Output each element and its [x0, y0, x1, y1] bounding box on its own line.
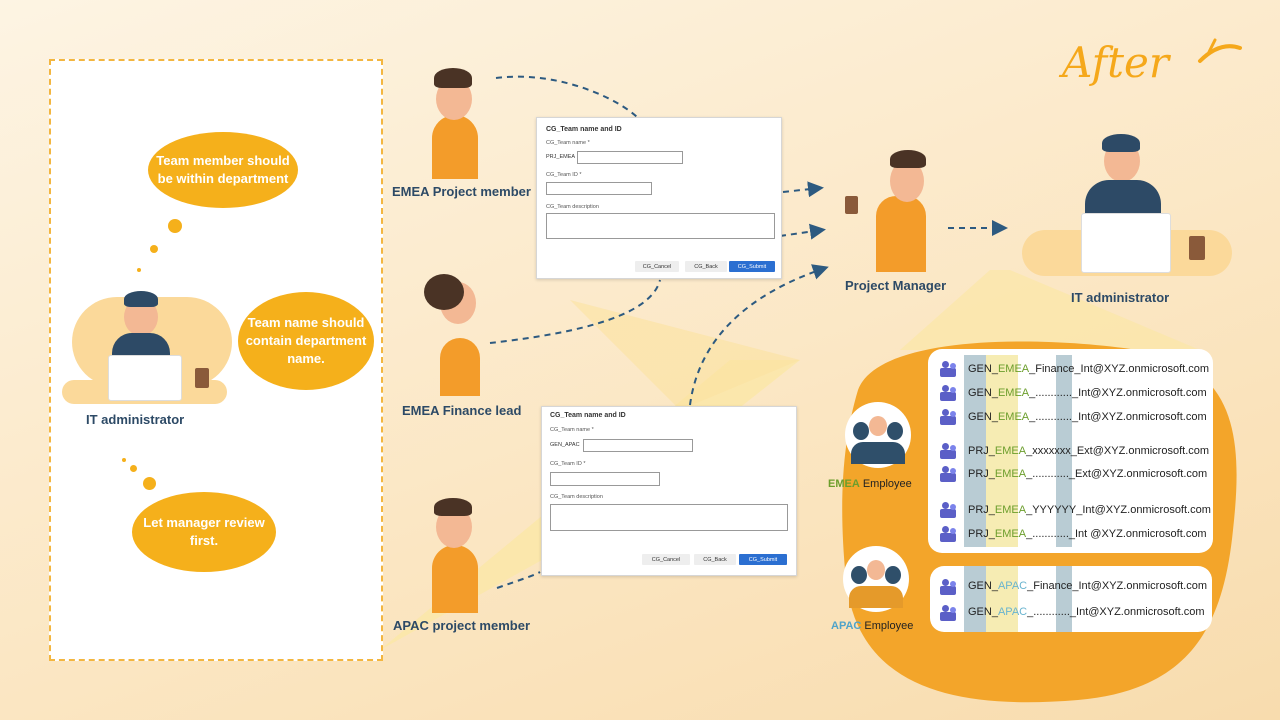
thought-bubble-2: Team name should contain department name… — [238, 292, 374, 390]
team-row[interactable]: GEN_EMEA_............_Int@XYZ.onmicrosof… — [968, 411, 1207, 423]
team-row[interactable]: PRJ_EMEA_............_Int @XYZ.onmicroso… — [968, 528, 1207, 540]
team-row[interactable]: GEN_APAC_............_Int@XYZ.onmicrosof… — [968, 606, 1205, 618]
emea-finance-body — [440, 338, 480, 396]
team-id-input[interactable] — [546, 182, 652, 195]
emea-teams-list — [928, 349, 1213, 553]
right-admin-hair — [1102, 134, 1140, 152]
column-highlight — [1056, 355, 1072, 547]
column-highlight — [964, 355, 986, 547]
emea-member-body — [432, 115, 478, 179]
team-name-prefix: PRJ_EMEA — [546, 154, 576, 160]
apac-member-hair — [434, 498, 472, 516]
left-admin-label: IT administrator — [86, 412, 185, 427]
team-name-input[interactable] — [577, 151, 683, 164]
project-manager-label: Project Manager — [845, 278, 947, 293]
team-description-input[interactable] — [550, 504, 788, 531]
apac-project-member-label: APAC project member — [393, 618, 531, 633]
thought-dot — [137, 268, 141, 272]
teams-icon — [940, 466, 958, 482]
emea-employee-label: EMEA Employee — [828, 478, 912, 490]
team-name-label: CG_Team name * — [550, 427, 594, 433]
thought-dot — [150, 245, 158, 253]
after-heading: After — [1062, 38, 1169, 87]
team-row[interactable]: GEN_EMEA_Finance_Int@XYZ.onmicrosoft.com — [968, 363, 1210, 375]
thought-dot — [130, 465, 137, 472]
teams-icon — [940, 385, 958, 401]
team-description-input[interactable] — [546, 213, 775, 239]
emea-finance-lead-label: EMEA Finance lead — [402, 403, 522, 418]
project-manager-body — [876, 196, 926, 272]
team-name-label: CG_Team name * — [546, 140, 590, 146]
admin-light-cone — [900, 270, 1200, 350]
laptop-icon — [1081, 213, 1171, 273]
thought-dot — [122, 458, 126, 462]
column-highlight — [1056, 566, 1072, 632]
laptop-icon — [108, 355, 182, 401]
team-request-form-emea: CG_Team name and ID CG_Team name * PRJ_E… — [536, 117, 782, 279]
form-title: CG_Team name and ID — [550, 412, 626, 419]
back-button[interactable]: CG_Back — [694, 554, 736, 565]
teams-icon — [940, 502, 958, 518]
team-id-label: CG_Team ID * — [546, 172, 582, 178]
teams-icon — [940, 361, 958, 377]
teams-icon — [940, 409, 958, 425]
team-name-input[interactable] — [583, 439, 693, 452]
coffee-cup-icon — [1189, 236, 1205, 260]
team-request-form-apac: CG_Team name and ID CG_Team name * GEN_A… — [541, 406, 797, 576]
team-row[interactable]: GEN_EMEA_............_Int@XYZ.onmicrosof… — [968, 387, 1207, 399]
column-highlight — [986, 355, 1018, 547]
project-manager-hair — [890, 150, 926, 168]
submit-button[interactable]: CG_Submit — [739, 554, 787, 565]
thought-dot — [143, 477, 156, 490]
team-row[interactable]: PRJ_EMEA_YYYYYY_Int@XYZ.onmicrosoft.com — [968, 504, 1211, 516]
team-description-label: CG_Team description — [550, 494, 603, 500]
emea-project-member-label: EMEA Project member — [392, 184, 531, 199]
admin-hair — [124, 291, 158, 307]
form-title: CG_Team name and ID — [546, 126, 622, 133]
thought-bubble-3: Let manager review first. — [132, 492, 276, 572]
teams-icon — [940, 526, 958, 542]
thought-bubble-1: Team member should be within department — [148, 132, 298, 208]
team-description-label: CG_Team description — [546, 204, 599, 210]
coffee-cup-icon — [195, 368, 209, 388]
team-row[interactable]: PRJ_EMEA_xxxxxxx_Ext@XYZ.onmicrosoft.com — [968, 445, 1210, 457]
coffee-cup-icon — [845, 196, 858, 214]
submit-button[interactable]: CG_Submit — [729, 261, 775, 272]
column-highlight — [964, 566, 986, 632]
column-highlight — [986, 566, 1018, 632]
sparkle-icon — [1198, 38, 1242, 63]
emea-employee-group-icon — [845, 402, 911, 468]
right-admin-suit — [1085, 180, 1161, 216]
cancel-button[interactable]: CG_Cancel — [635, 261, 679, 272]
team-row[interactable]: GEN_APAC_Finance_Int@XYZ.onmicrosoft.com — [968, 580, 1208, 592]
teams-icon — [940, 605, 958, 621]
apac-teams-list — [930, 566, 1212, 632]
teams-icon — [940, 443, 958, 459]
right-admin-label: IT administrator — [1071, 290, 1170, 305]
team-id-label: CG_Team ID * — [550, 461, 586, 467]
teams-icon — [940, 579, 958, 595]
cancel-button[interactable]: CG_Cancel — [642, 554, 690, 565]
team-name-prefix: GEN_APAC — [550, 442, 580, 448]
back-button[interactable]: CG_Back — [685, 261, 727, 272]
apac-employee-group-icon — [843, 546, 909, 612]
emea-finance-hair — [424, 274, 464, 310]
team-id-input[interactable] — [550, 472, 660, 486]
emea-member-hair — [434, 68, 472, 88]
team-row[interactable]: PRJ_EMEA_............_Ext@XYZ.onmicrosof… — [968, 468, 1208, 480]
emea-rows: GEN_EMEA_Finance_Int@XYZ.onmicrosoft.com… — [928, 349, 1213, 553]
thought-dot — [168, 219, 182, 233]
apac-member-body — [432, 545, 478, 613]
apac-rows: GEN_APAC_Finance_Int@XYZ.onmicrosoft.com… — [928, 566, 1213, 632]
apac-employee-label: APAC Employee — [831, 620, 914, 632]
